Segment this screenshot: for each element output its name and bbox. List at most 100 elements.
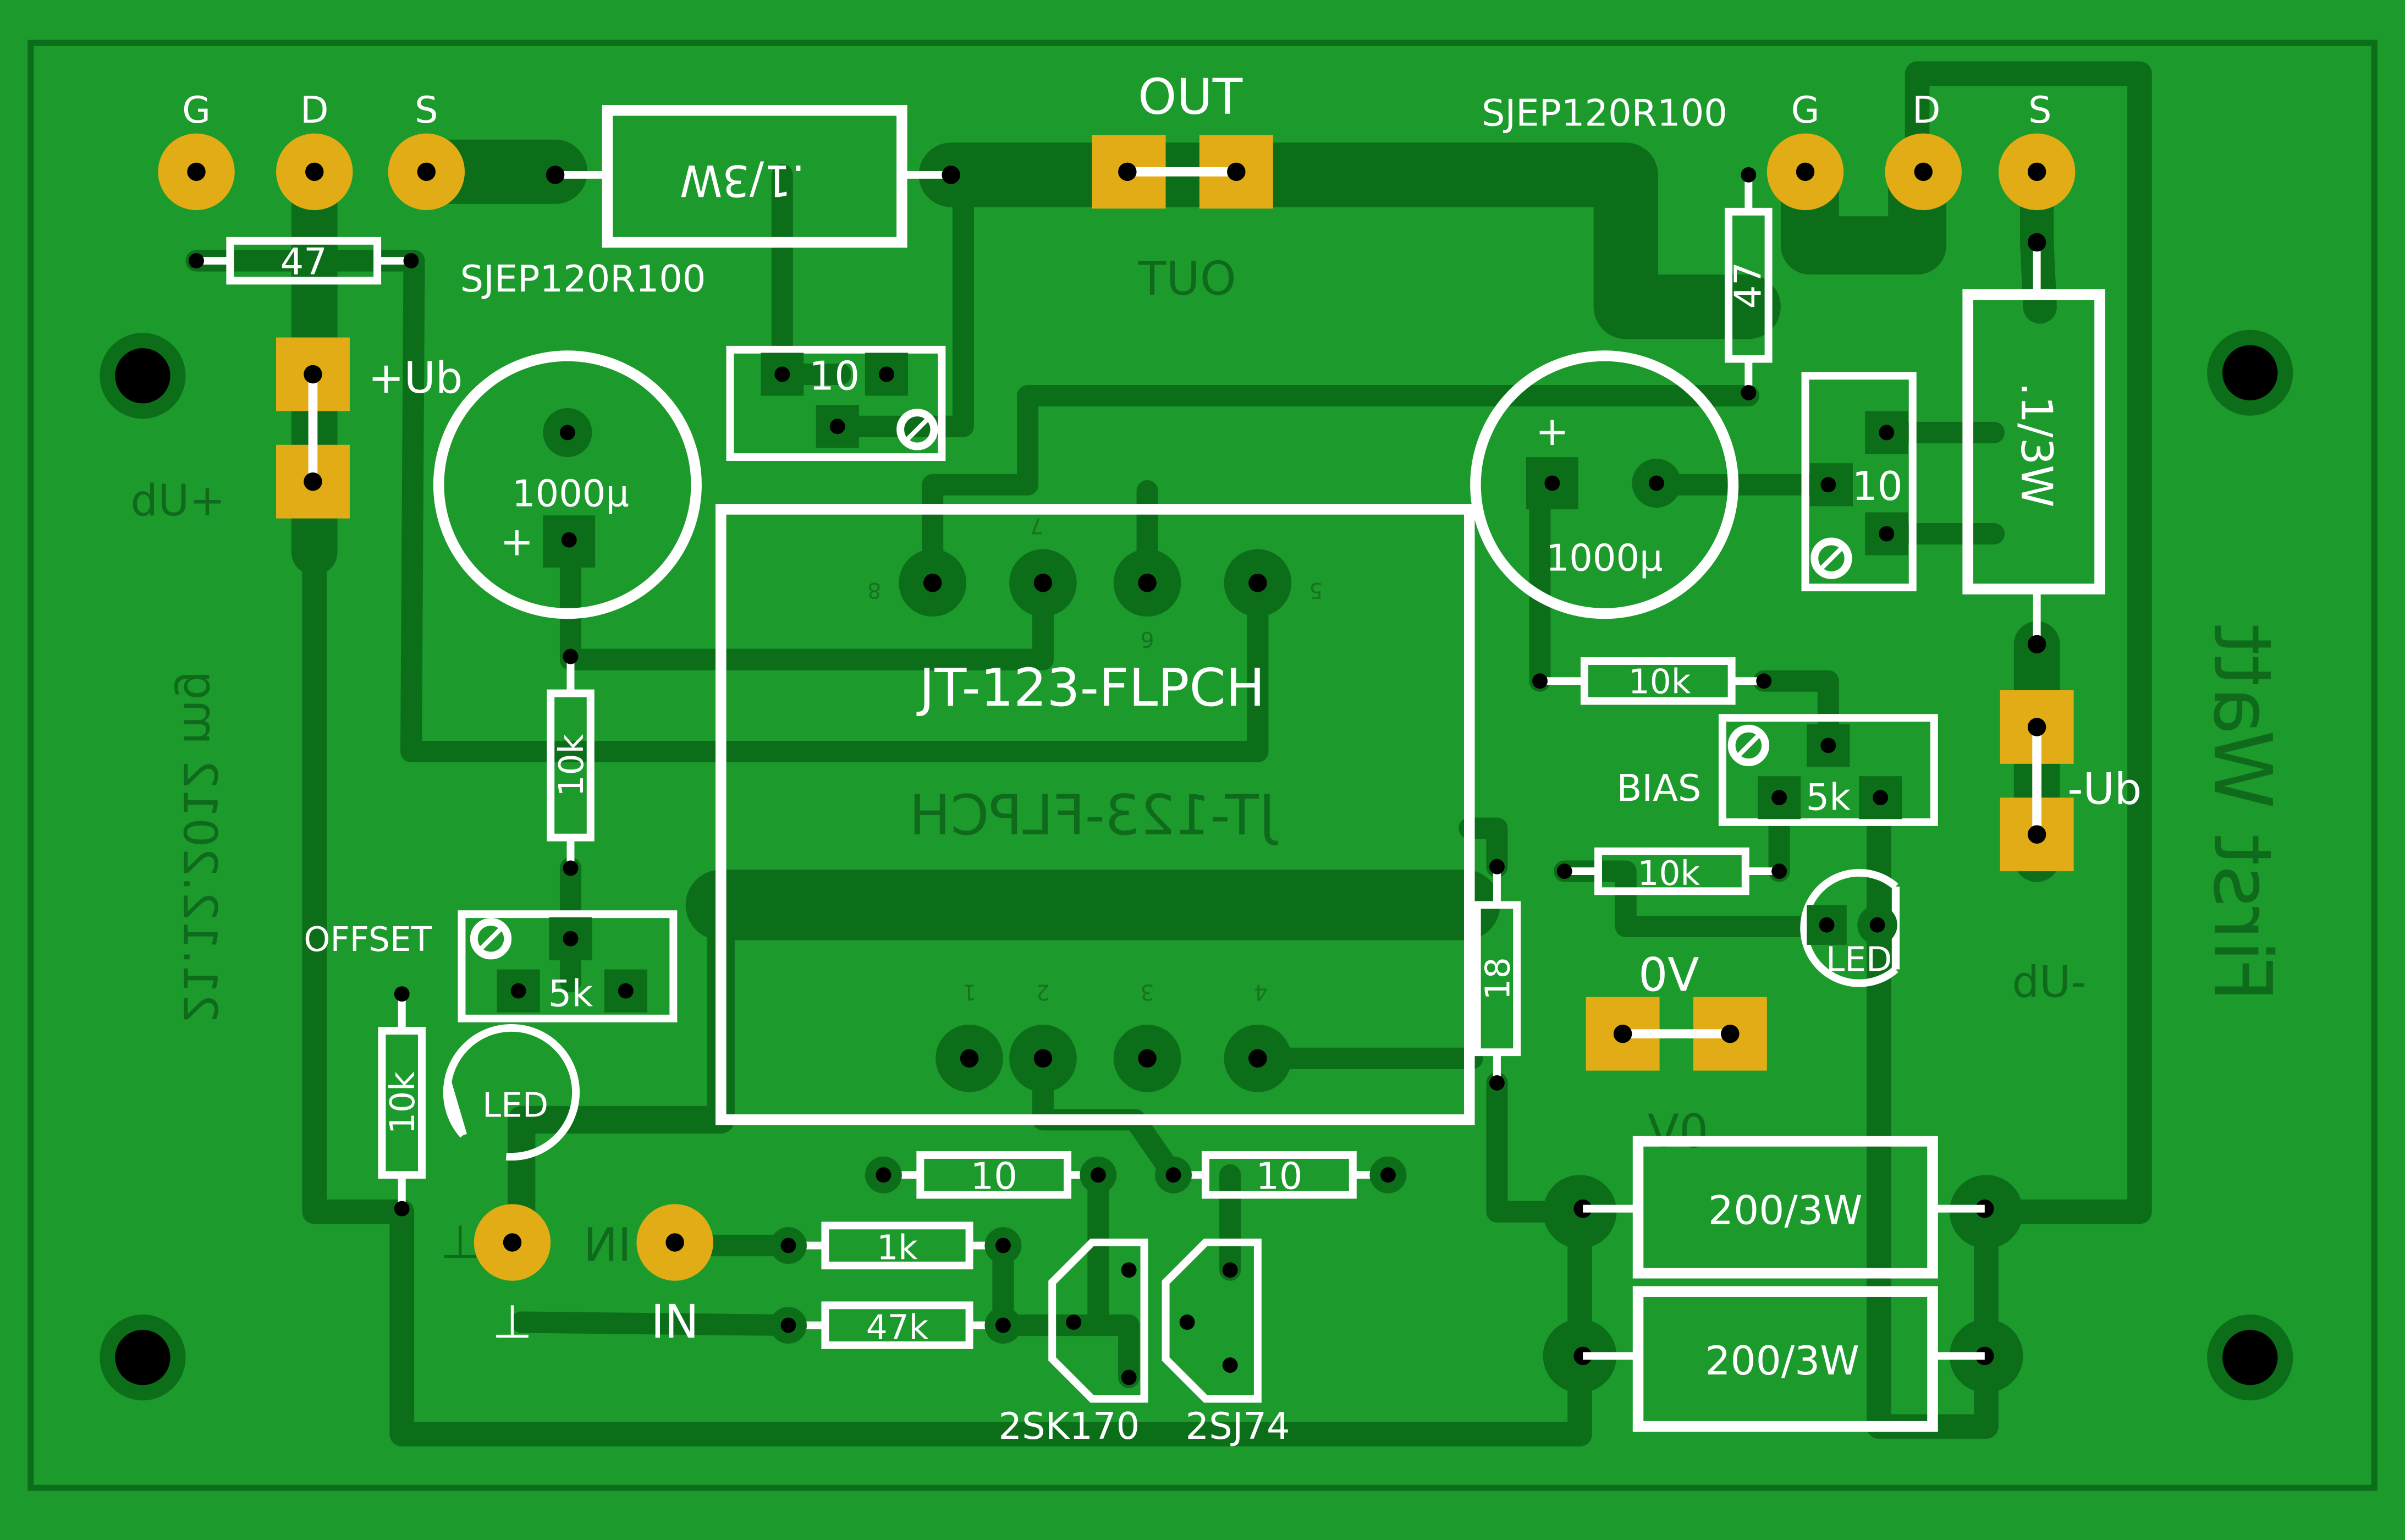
minus-ub-connector[interactable]: -Ub [2000,690,2142,872]
resistor-gate-right-value: 47 [1727,262,1770,309]
mirror-plus-ub-label: +Ub [130,476,225,526]
jfet-right-pads: G D S SJEP120R100 [1482,89,2076,211]
offset-label: OFFSET [304,920,432,959]
right-jfet-label: SJEP120R100 [1482,92,1727,135]
zero-v-connector[interactable]: 0V [1586,948,1767,1071]
transformer-pin-7: 7 [1030,513,1044,538]
transformer-pin-3: 3 [1141,979,1154,1004]
resistor-source-a: 10 [865,1151,1117,1199]
resistor-source-b: 10 [1155,1151,1407,1199]
resistor-gate-left-value: 47 [280,240,327,283]
minus-ub-label: -Ub [2067,765,2142,814]
capacitor-right-value: 1000µ [1546,536,1663,579]
resistor-right-shunt-value: .1/3W [2011,382,2061,508]
resistor-load-a-value: 200/3W [1708,1187,1863,1234]
led-right: LED [1800,868,1900,987]
mirror-zero-v-label: 0V [1648,1104,1708,1158]
right-d-label: D [1912,89,1941,131]
transistor-2sj74-label: 2SJ74 [1186,1405,1290,1448]
right-g-label: G [1791,89,1820,131]
jfet-left-pads: G D S SJEP120R100 [158,89,706,300]
ground-label: ⊥ [492,1295,532,1349]
mirror-date-label: 21.12.2012 mg [173,670,227,1022]
resistor-load-a: 200/3W [1543,1136,2023,1279]
bias-label: BIAS [1616,767,1701,810]
input-connectors[interactable]: ⊥ IN [474,1204,713,1349]
resistor-right-10k-b: 10k [1556,847,1787,895]
trimmer-offset-value: 5k [548,972,593,1015]
transformer-label: JT-123-FLPCH [916,658,1265,718]
transformer-pin-5: 5 [1309,578,1323,602]
led-left-label: LED [482,1086,548,1125]
resistor-input-47k: 47k [770,1301,1022,1349]
resistor-input-1k-value: 1k [877,1229,918,1268]
resistor-left-10k: 10k [547,648,595,876]
resistor-top-shunt-value: .1/3W [680,155,805,205]
left-g-label: G [182,89,211,131]
transformer-top-pins [899,549,1292,617]
bottom-layer-text: OUT +Ub -Ub 0V JT-123-FLPCH 21.12.2012 m… [130,251,2288,1272]
resistor-gate-left: 47 [189,237,419,285]
resistor-18: 18 [1473,859,1521,1091]
resistor-18-value: 18 [1478,957,1517,1000]
right-s-label: S [2028,89,2051,131]
led-right-label: LED [1826,940,1892,979]
resistor-source-b-value: 10 [1256,1154,1302,1197]
resistor-left-10k-value: 10k [552,734,591,796]
resistor-gate-right: 47 [1725,167,1773,400]
mirror-out-label: OUT [1138,251,1236,305]
resistor-right-10k-b-value: 10k [1638,854,1700,893]
mirror-in-label: IN [584,1218,631,1272]
transistor-2sk170-label: 2SK170 [999,1405,1140,1448]
resistor-right-shunt: .1/3W [1962,233,2105,654]
left-s-label: S [415,89,438,131]
left-jfet-label: SJEP120R100 [460,257,706,300]
resistor-load-b: 200/3W [1543,1286,2023,1432]
trimmer-left-top-value: 10 [809,353,860,399]
board-outline [27,40,2378,1491]
capacitor-right-polarity: + [1536,409,1569,455]
led-left: LED [443,1024,580,1161]
resistor-input-1k: 1k [770,1222,1022,1269]
plus-ub-connector[interactable]: +Ub [276,337,463,519]
trimmer-left-top[interactable]: 10 [726,345,946,461]
trimmer-right-top[interactable]: 10 [1801,372,1917,592]
trimmer-bias[interactable]: 5k BIAS [1616,714,1938,826]
resistor-right-10k-a: 10k [1532,657,1772,705]
zero-v-label: 0V [1638,948,1699,1002]
transformer-pin-8: 8 [867,578,881,602]
transformer-bottom-pins [935,1024,1292,1092]
mirror-minus-ub-label: -Ub [2012,958,2086,1008]
transistor-2sk170: 2SK170 [999,1238,1148,1448]
resistor-source-a-value: 10 [971,1154,1017,1197]
mirror-transformer-label: JT-123-FLPCH [909,783,1278,848]
capacitor-left-value: 1000µ [512,472,629,515]
out-connector[interactable]: OUT [1092,68,1273,209]
capacitor-left-polarity: + [500,519,534,565]
resistor-left-bottom-10k: 10k [378,986,426,1217]
capacitor-left: 1000µ + [433,350,702,619]
resistor-left-bottom-10k-value: 10k [383,1071,422,1134]
mirror-ground-label: ⊥ [440,1215,480,1269]
trimmer-right-top-value: 10 [1852,464,1902,510]
resistor-right-10k-a-value: 10k [1628,663,1691,702]
plus-ub-label: +Ub [368,354,463,403]
capacitor-right: + 1000µ [1470,350,1739,619]
transformer-pin-4: 4 [1254,979,1268,1004]
mirror-title-label: First Watt [2195,624,2288,1002]
trimmer-bias-value: 5k [1806,776,1851,819]
resistor-top-shunt: .1/3W [546,105,960,248]
left-d-label: D [300,89,329,131]
transformer-pin-1: 1 [962,979,976,1004]
resistor-load-b-value: 200/3W [1705,1338,1859,1384]
transistor-2sj74: 2SJ74 [1162,1238,1290,1448]
input-label: IN [651,1295,699,1349]
out-label: OUT [1138,68,1243,125]
resistor-input-47k-value: 47k [866,1308,929,1348]
transformer: 8 7 6 5 1 2 3 4 JT-123-FLPCH [716,504,1475,1125]
trimmer-offset[interactable]: 5k OFFSET [304,910,678,1022]
mounting-holes [100,329,2293,1401]
transformer-pin-6: 6 [1141,626,1154,651]
transformer-pin-2: 2 [1036,979,1050,1004]
